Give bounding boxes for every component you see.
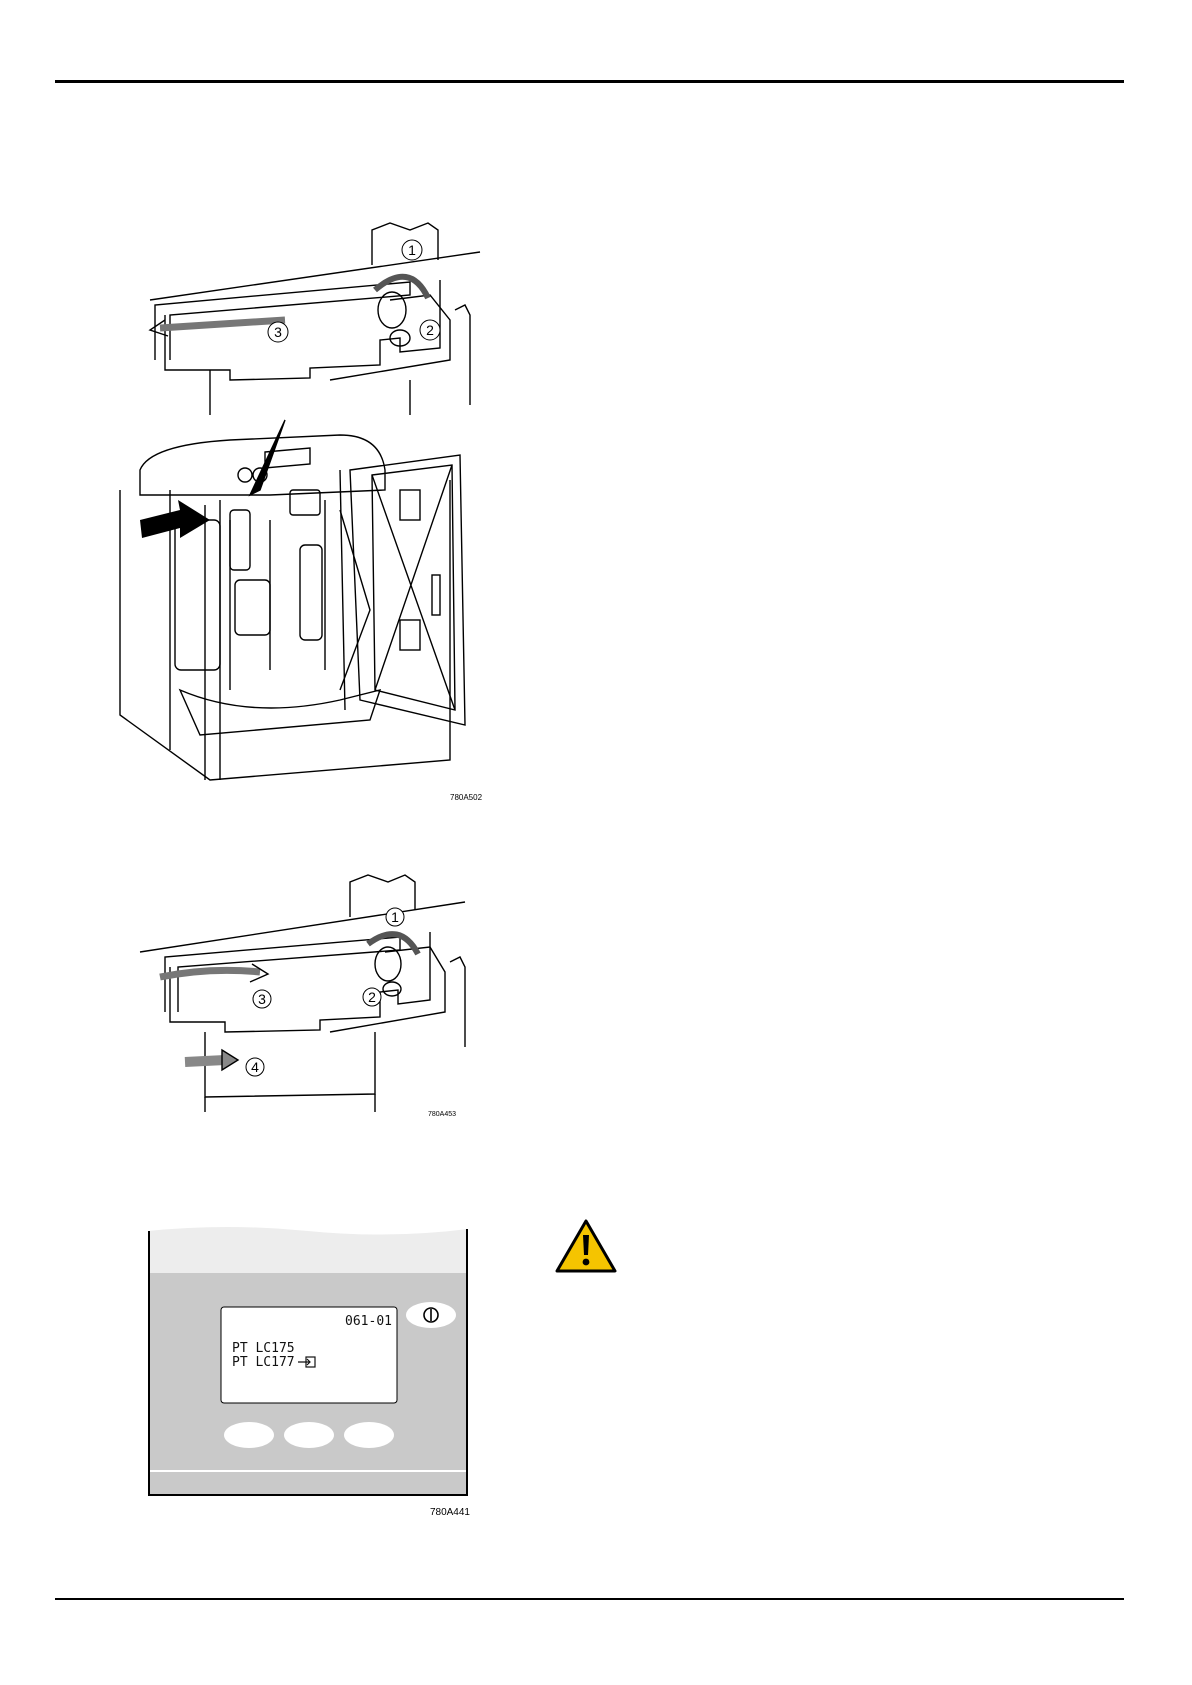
callout-2: 2: [426, 322, 434, 338]
callout-2: 2: [368, 989, 376, 1005]
control-panel-illustration: 061-01 PT LC175 PT LC177 780A441: [148, 1225, 478, 1521]
figure-780A441: 061-01 PT LC175 PT LC177 780A441: [148, 1225, 478, 1521]
soft-key-right[interactable]: [344, 1422, 394, 1448]
figure-780A453: 1 2 3 4 780A453: [130, 872, 490, 1122]
figure-code: 780A441: [430, 1507, 470, 1518]
header-rule: [55, 80, 1124, 83]
cover-reinstall-illustration: 1 2 3 4 780A453: [130, 872, 490, 1122]
callout-3: 3: [274, 324, 282, 340]
warning-symbol: [554, 1218, 618, 1274]
machine-interior-illustration: 1 2 3 780A502: [110, 220, 500, 810]
warning-triangle-icon: [554, 1218, 618, 1274]
figure-code: 780A502: [450, 793, 483, 802]
callout-4: 4: [251, 1059, 259, 1075]
soft-key-left[interactable]: [224, 1422, 274, 1448]
figure-780A502: 1 2 3 780A502: [110, 220, 500, 810]
callout-3: 3: [258, 991, 266, 1007]
display-line-1: PT LC175: [232, 1341, 295, 1356]
footer-rule: [55, 1598, 1124, 1600]
figure-code: 780A453: [428, 1111, 456, 1118]
display-line-2: PT LC177: [232, 1355, 295, 1370]
callout-1: 1: [408, 242, 416, 258]
callout-1: 1: [391, 909, 399, 925]
soft-key-middle[interactable]: [284, 1422, 334, 1448]
display-header: 061-01: [345, 1314, 392, 1329]
